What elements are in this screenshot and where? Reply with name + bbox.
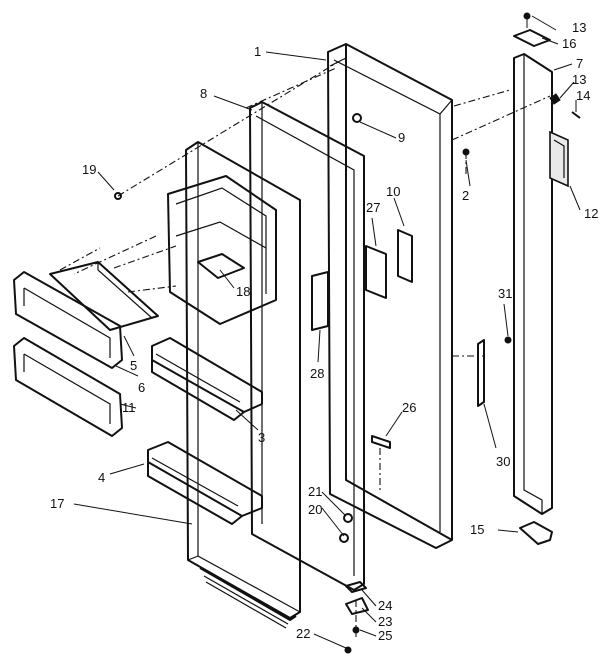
callout-31: 31 <box>498 286 512 301</box>
bracket-23 <box>345 597 369 615</box>
door-shelf-lower <box>147 441 263 525</box>
callout-22: 22 <box>296 626 310 641</box>
callout-17: 17 <box>50 496 64 511</box>
door-handle <box>513 53 553 515</box>
callout-13-top: 13 <box>572 20 586 35</box>
callout-23: 23 <box>378 614 392 629</box>
bracket-27 <box>365 245 387 299</box>
assembly-lines <box>59 61 551 640</box>
callout-27: 27 <box>366 200 380 215</box>
plug-9 <box>352 113 362 123</box>
callout-8: 8 <box>200 86 207 101</box>
door-shelf-upper <box>151 337 263 421</box>
top-hinge-plate <box>513 29 551 47</box>
outer-door-panel <box>327 43 453 549</box>
dispenser-housing <box>167 175 277 325</box>
callout-9: 9 <box>398 130 405 145</box>
callout-11: 11 <box>122 400 136 415</box>
callout-14: 14 <box>576 88 590 103</box>
callout-10: 10 <box>386 184 400 199</box>
screw-13-top <box>523 12 531 28</box>
front-panel-lower <box>13 337 123 437</box>
callout-28: 28 <box>310 366 324 381</box>
callout-7: 7 <box>576 56 583 71</box>
callout-3: 3 <box>258 430 265 445</box>
callout-21: 21 <box>308 484 322 499</box>
bushing-21 <box>343 513 353 523</box>
pin-14 <box>571 111 581 119</box>
leader-lines <box>73 15 581 649</box>
callout-16: 16 <box>562 36 576 51</box>
screw-19 <box>114 192 122 200</box>
callout-24: 24 <box>378 598 392 613</box>
callout-labels: 1 2 3 4 5 6 7 8 9 10 11 12 13 13 14 15 1… <box>50 20 598 643</box>
front-panel-upper <box>13 271 123 369</box>
callout-5: 5 <box>130 358 137 373</box>
dispenser-cover <box>49 261 159 331</box>
clip-26 <box>371 435 391 449</box>
bottom-hinge <box>519 521 553 545</box>
bushing-20 <box>339 533 349 543</box>
callout-4: 4 <box>98 470 105 485</box>
callout-26: 26 <box>402 400 416 415</box>
switch-10 <box>397 229 413 283</box>
callout-1: 1 <box>254 44 261 59</box>
screw-31 <box>504 336 512 344</box>
handle-insert <box>549 130 569 188</box>
bracket-28 <box>311 271 329 331</box>
callout-2: 2 <box>462 188 469 203</box>
door-liner <box>185 141 301 629</box>
callout-25: 25 <box>378 628 392 643</box>
screw-13-side <box>549 93 561 105</box>
callout-19: 19 <box>82 162 96 177</box>
callout-30: 30 <box>496 454 510 469</box>
callout-12: 12 <box>584 206 598 221</box>
callout-18: 18 <box>236 284 250 299</box>
door-gasket <box>249 101 365 591</box>
callout-13-side: 13 <box>572 72 586 87</box>
callout-20: 20 <box>308 502 322 517</box>
washer-24 <box>345 581 367 593</box>
bracket-30 <box>477 339 485 407</box>
callout-15: 15 <box>470 522 484 537</box>
screw-22 <box>344 646 352 654</box>
callout-6: 6 <box>138 380 145 395</box>
